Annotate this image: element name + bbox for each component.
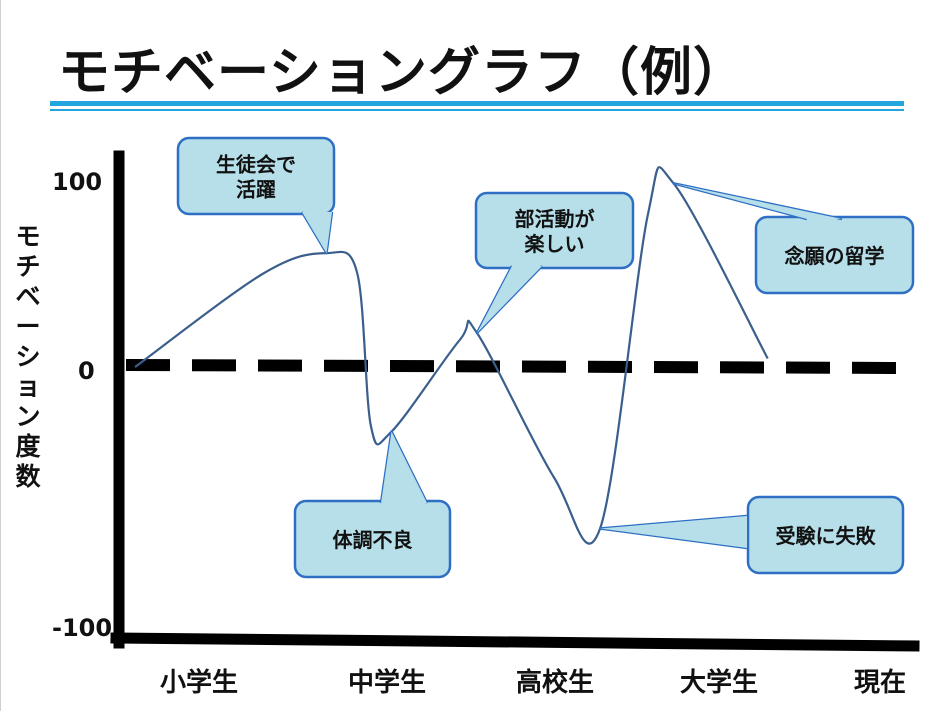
title-underline-thin: [50, 109, 904, 111]
page-title: モチベーショングラフ（例）: [58, 43, 746, 103]
y-tick-label: -100: [52, 614, 113, 642]
y-axis-label-char: ベ: [15, 282, 41, 311]
x-tick-label: 中学生: [348, 668, 427, 698]
callout-box: [293, 499, 452, 579]
callout-label: 生徒会で: [216, 153, 296, 177]
y-axis-label: モチベーション度数: [10, 222, 46, 492]
title-underline: [50, 101, 904, 106]
callout-tail-fill: [600, 516, 747, 548]
callout-label: 念願の留学: [785, 244, 885, 268]
x-tick-label: 小学生: [160, 668, 239, 698]
y-tick-label: 100: [52, 168, 103, 196]
x-axis: [110, 632, 920, 652]
x-tick-label: 現在: [854, 668, 907, 698]
motivation-line: [134, 166, 769, 545]
y-axis-label-char: ン: [15, 402, 41, 431]
x-tick-label: 高校生: [516, 668, 595, 698]
callout-box: [474, 191, 635, 270]
y-axis-label-char: 数: [15, 462, 41, 491]
callout-tail-fill: [477, 266, 542, 333]
callout-box: [746, 495, 905, 575]
callout-label: 楽しい: [525, 232, 585, 256]
y-axis-label-char: ョ: [15, 372, 41, 401]
callout-label: 活躍: [236, 178, 276, 202]
callout-tail-fill: [673, 183, 842, 219]
y-axis-label-char: シ: [15, 342, 41, 371]
y-tick-label: 0: [78, 357, 95, 385]
callout-box: [176, 136, 336, 216]
slide-edge: [0, 0, 1, 711]
zero-line: [125, 359, 906, 374]
callout-label: 体調不良: [333, 528, 413, 552]
callout-label: 受験に失敗: [776, 524, 877, 548]
y-axis-label-char: ー: [15, 312, 41, 341]
callout-label: 部活動が: [515, 207, 595, 231]
callout-tail-fill: [302, 212, 332, 254]
y-axis-label-char: 度: [15, 432, 41, 461]
y-axis-label-char: チ: [15, 252, 41, 281]
x-tick-label: 大学生: [680, 668, 759, 698]
y-axis-label-char: モ: [15, 222, 41, 251]
callout-tail-fill: [381, 431, 427, 503]
